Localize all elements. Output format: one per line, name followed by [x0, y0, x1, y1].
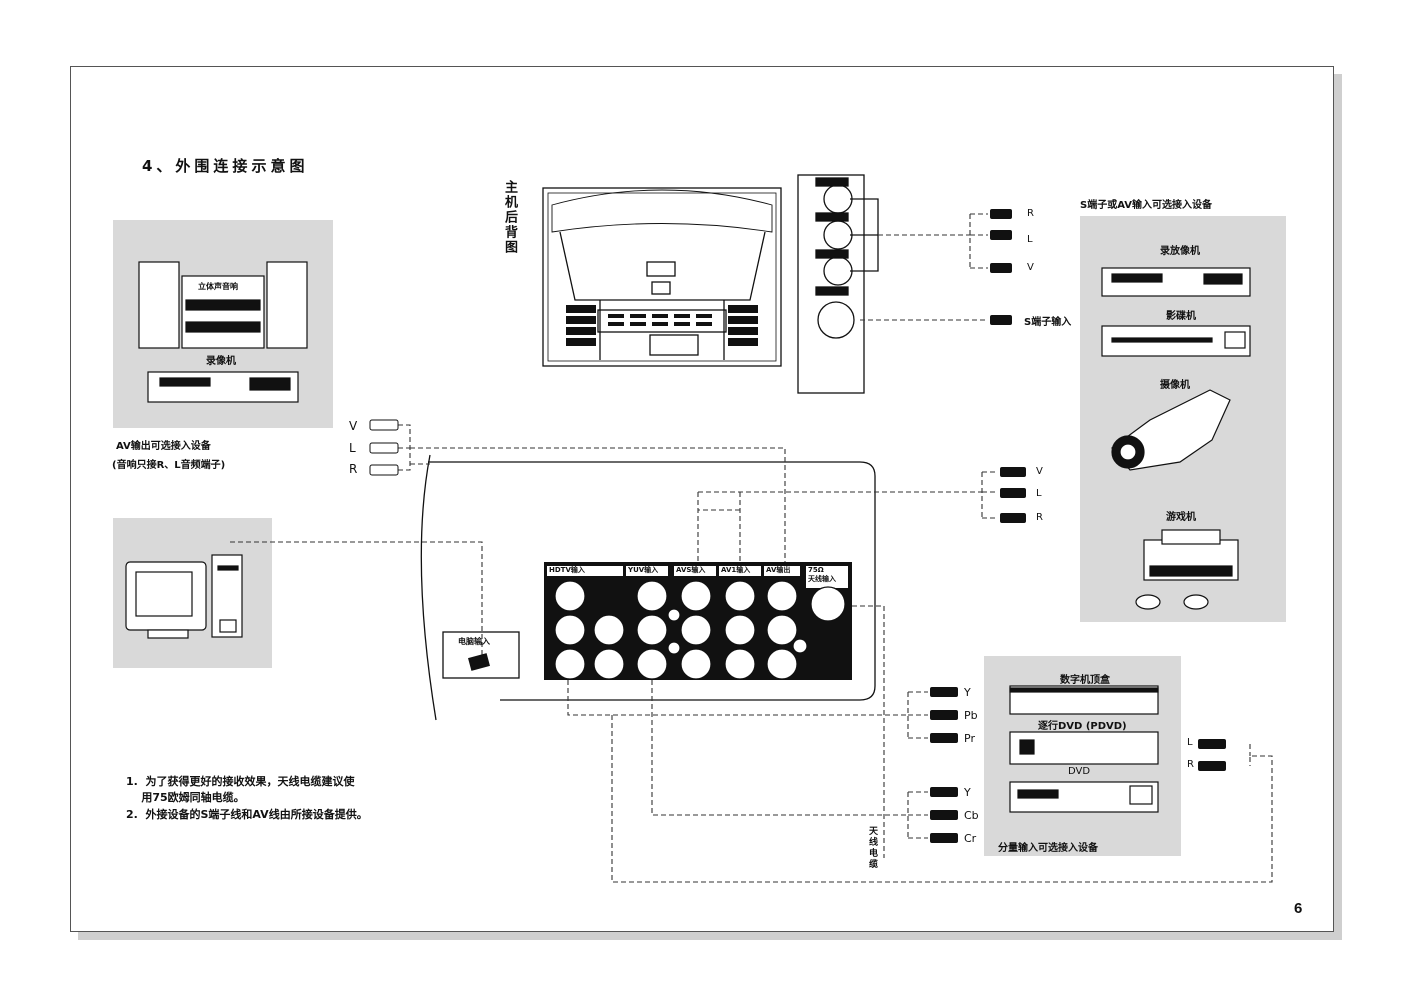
stereo-label: 立体声音响	[198, 282, 238, 291]
panel-section-hdtv: HDTV输入	[549, 566, 585, 574]
audio-l-label: L	[1187, 737, 1193, 748]
page-number: 6	[1294, 900, 1303, 917]
side-jack-strip	[797, 174, 879, 394]
note-line: 2. 外接设备的S端子线和AV线由所接设备提供。	[126, 808, 368, 821]
av-out-title: AV输出可选接入设备	[116, 441, 211, 452]
panel-section-av1: AV1输入	[721, 566, 751, 574]
connection-lines	[230, 213, 1273, 883]
note-line: 用75欧姆同轴电缆。	[126, 791, 245, 804]
stereo-speaker-left	[138, 261, 180, 349]
ypbpr-y: Y	[964, 686, 971, 699]
note-line: 1. 为了获得更好的接收效果，天线电缆建议使	[126, 775, 355, 788]
rca-mid-v: V	[1036, 466, 1043, 477]
panel-section-av-out: AV输出	[766, 566, 791, 574]
rca-mid-r: R	[1036, 512, 1043, 523]
section-title: 4、外围连接示意图	[142, 157, 309, 175]
av-input-panel	[544, 562, 852, 680]
disc-player	[1101, 325, 1251, 357]
set-top-box	[1009, 685, 1159, 715]
game-console	[1135, 529, 1239, 610]
ycbcr-cb: Cb	[964, 809, 979, 822]
ycbcr-y: Y	[964, 786, 971, 799]
s-av-device-label: 摄像机	[1160, 380, 1190, 391]
dvd-player	[1009, 781, 1159, 813]
power-input-label: 电脑输入	[458, 637, 490, 646]
tv-rear-drawing	[542, 187, 782, 367]
rca-mid-l: L	[1036, 488, 1042, 499]
ypbpr-pb: Pb	[964, 709, 978, 722]
main-input-panel-outline	[420, 454, 876, 721]
s-av-device-label: 录放像机	[1160, 246, 1200, 257]
s-av-device-label: 影碟机	[1166, 311, 1196, 322]
ypbpr-pr: Pr	[964, 732, 975, 745]
rca-label-r: R	[1027, 208, 1034, 219]
component-device-pdvd: 逐行DVD (PDVD)	[1038, 721, 1127, 732]
av-out-note: (音响只接R、L音频端子)	[112, 460, 226, 471]
s-av-group-title: S端子或AV输入可选接入设备	[1080, 200, 1213, 211]
stereo-unit	[181, 275, 265, 349]
rca-left-v: V	[349, 419, 358, 433]
plug-top-l	[990, 230, 1012, 240]
rca-label-v: V	[1027, 262, 1034, 273]
plug-s	[990, 315, 1012, 325]
computer-tower	[211, 554, 243, 638]
ycbcr-cr: Cr	[964, 832, 977, 845]
component-group-title: 分量输入可选接入设备	[998, 843, 1098, 854]
antenna-label: 天线电缆	[867, 826, 877, 870]
rca-left-l: L	[349, 441, 356, 455]
plug-left-l	[369, 442, 399, 454]
s-av-device-label: 游戏机	[1166, 512, 1196, 523]
plug-left-v	[369, 419, 399, 431]
vcr-label: 录像机	[206, 356, 236, 367]
pdvd-player	[1009, 731, 1159, 765]
panel-section-yuv: YUV输入	[628, 566, 659, 574]
plug-top-r	[990, 209, 1012, 219]
s-terminal-label: S端子输入	[1024, 317, 1072, 328]
rca-left-r: R	[349, 462, 358, 476]
vcr-right	[1101, 267, 1251, 297]
panel-section-antenna: 75Ω 天线输入	[808, 566, 836, 583]
computer-monitor	[125, 561, 207, 639]
camcorder	[1111, 389, 1231, 471]
component-device-dvd: DVD	[1068, 766, 1091, 777]
plug-top-v	[990, 263, 1012, 273]
rca-plugs	[369, 209, 1226, 843]
vcr-left	[147, 371, 299, 403]
panel-section-avs: AVS输入	[676, 566, 706, 574]
plug-left-r	[369, 464, 399, 476]
audio-r-label: R	[1187, 759, 1194, 770]
rca-label-l: L	[1027, 234, 1033, 245]
tv-rear-label: 主机后背图	[502, 180, 517, 255]
stereo-speaker-right	[266, 261, 308, 349]
power-plug	[468, 653, 490, 671]
component-device-stb: 数字机顶盒	[1060, 675, 1110, 686]
